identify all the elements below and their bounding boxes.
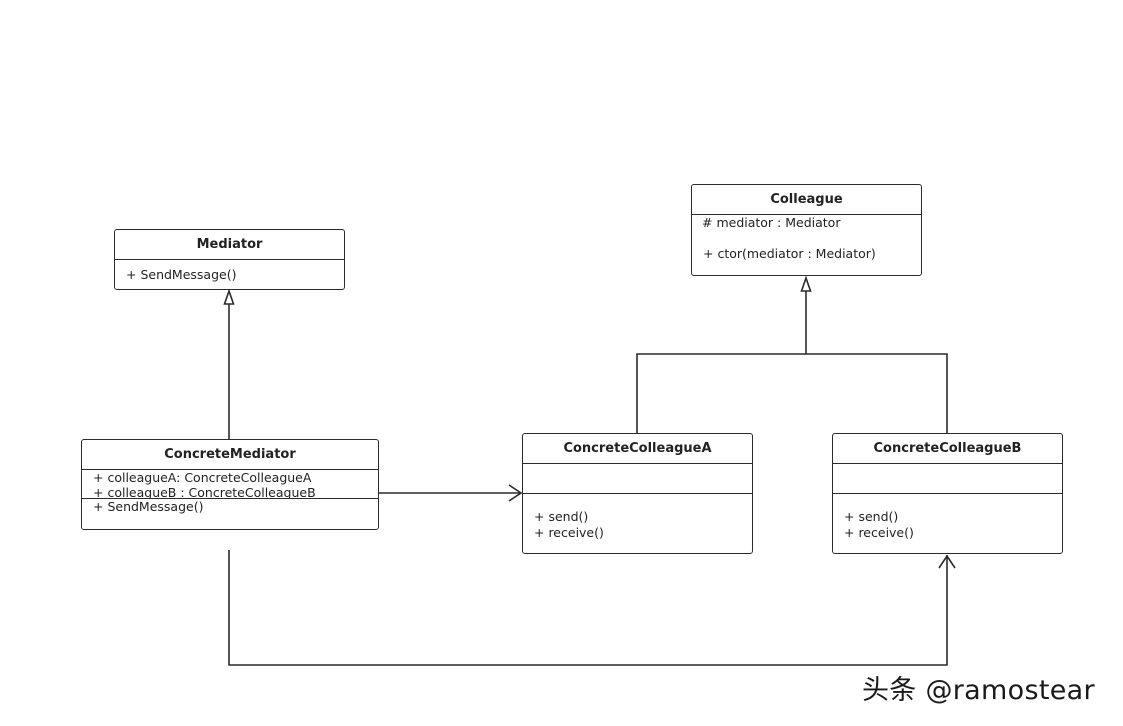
- class-concrete-colleague-a[interactable]: ConcreteColleagueA + send() + receive(): [522, 433, 753, 554]
- class-mediator[interactable]: Mediator + SendMessage(): [114, 229, 345, 290]
- attributes-compartment: # mediator : Mediator: [692, 215, 921, 241]
- operation: + SendMessage(): [93, 499, 204, 514]
- class-name: Mediator: [115, 230, 344, 260]
- attribute: + colleagueB : ConcreteColleagueB: [93, 485, 316, 499]
- class-name: ConcreteColleagueA: [523, 434, 752, 464]
- operation: + send(): [844, 509, 899, 524]
- operation: + receive(): [534, 525, 604, 540]
- association-colleague-b-line: [228, 550, 948, 666]
- attribute: + colleagueA: ConcreteColleagueA: [93, 470, 312, 485]
- class-name: ConcreteColleagueB: [833, 434, 1062, 464]
- association-colleague-a-arrowhead: [508, 484, 523, 502]
- operation: + receive(): [844, 525, 914, 540]
- association-colleague-b-arrowhead: [938, 554, 956, 569]
- class-name: ConcreteMediator: [82, 440, 378, 470]
- class-colleague[interactable]: Colleague # mediator : Mediator + ctor(m…: [691, 184, 922, 276]
- operation: + send(): [534, 509, 589, 524]
- operations-compartment: + ctor(mediator : Mediator): [692, 241, 921, 262]
- attributes-compartment: [833, 464, 1062, 494]
- attribute: # mediator : Mediator: [702, 215, 841, 230]
- class-concrete-mediator[interactable]: ConcreteMediator + colleagueA: ConcreteC…: [81, 439, 379, 530]
- attributes-compartment: + colleagueA: ConcreteColleagueA + colle…: [82, 470, 378, 499]
- operation: + ctor(mediator : Mediator): [703, 246, 876, 261]
- attributes-compartment: [523, 464, 752, 494]
- operations-compartment: + send() + receive(): [523, 494, 752, 541]
- operations-compartment: + SendMessage(): [115, 260, 344, 282]
- generalization-mediator-arrowhead: [223, 288, 235, 305]
- class-name: Colleague: [692, 185, 921, 215]
- generalization-colleague-branches: [636, 353, 948, 433]
- watermark: 头条 @ramostear: [862, 675, 1095, 706]
- operation: + SendMessage(): [126, 267, 237, 282]
- generalization-colleague-arrowhead: [800, 275, 812, 292]
- class-concrete-colleague-b[interactable]: ConcreteColleagueB + send() + receive(): [832, 433, 1063, 554]
- operations-compartment: + send() + receive(): [833, 494, 1062, 541]
- operations-compartment: + SendMessage(): [82, 499, 378, 514]
